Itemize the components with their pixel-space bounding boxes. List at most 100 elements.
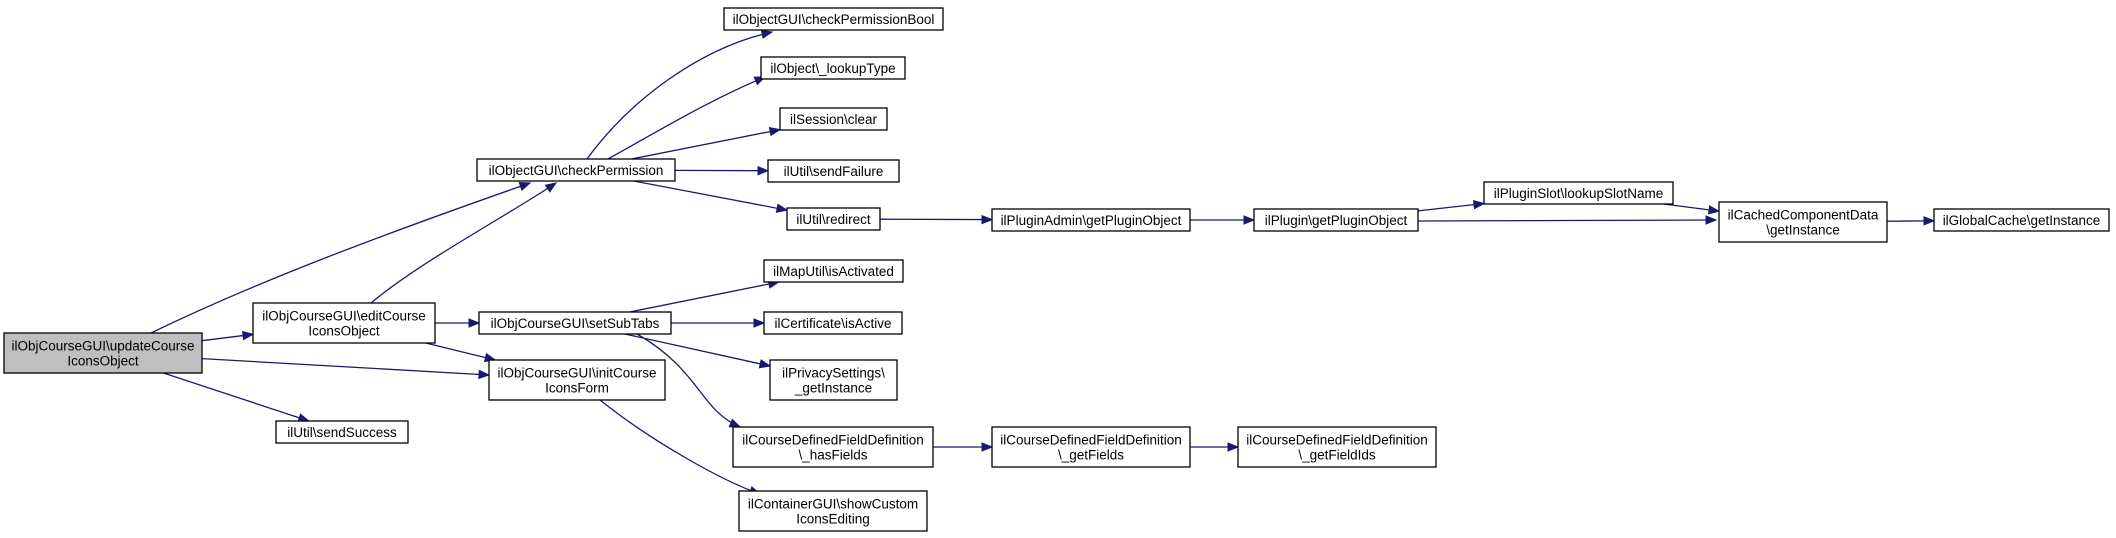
node-box [732,426,934,468]
arrowhead-icon [728,418,742,428]
edge-editCourseIconsObject-to-setSubTabs [435,318,481,328]
node-checkPermissionBool[interactable]: ilObjectGUI\checkPermissionBool [723,7,944,31]
node-label: ilCourseDefinedFieldDefinition [742,433,924,448]
node-privacyGetInstance[interactable]: ilPrivacySettings\_getInstance [769,359,898,401]
node-lookupType[interactable]: ilObject\_lookupType [760,56,906,80]
edge-redirect-to-getPluginObjectAdmin [879,214,994,225]
edge-hasFields-to-getFields [933,442,994,452]
arrowhead-icon [1473,199,1486,210]
node-box [769,359,898,401]
node-sendSuccess[interactable]: ilUtil\sendSuccess [275,420,409,444]
node-label: ilObjCourseGUI\editCourse [262,309,426,324]
node-box [779,107,888,131]
node-getPluginObjectAdmin[interactable]: ilPluginAdmin\getPluginObject [991,208,1191,232]
arrowhead-icon [775,203,789,213]
edge-getPluginObject-to-cachedGetInstance [1417,215,1718,225]
node-hasFields[interactable]: ilCourseDefinedFieldDefinition\_hasField… [732,426,934,468]
node-label: ilCertificate\isActive [774,316,891,331]
node-label: ilUtil\sendSuccess [287,425,397,440]
node-lookupSlotName[interactable]: ilPluginSlot\lookupSlotName [1483,181,1674,205]
edge-line [1417,203,1476,212]
edge-line [1663,203,1711,211]
arrowhead-icon [981,214,994,225]
edge-line [425,342,487,359]
node-label: ilObjCourseGUI\setSubTabs [491,316,660,331]
node-box [1253,208,1419,232]
edge-line [629,283,771,313]
edge-cachedGetInstance-to-globalCacheGetInstance [1886,216,1936,226]
edge-line [1417,219,1717,222]
node-getPluginObject[interactable]: ilPlugin\getPluginObject [1253,208,1419,232]
arrowhead-icon [758,359,772,369]
node-setSubTabs[interactable]: ilObjCourseGUI\setSubTabs [478,311,672,335]
node-getFields[interactable]: ilCourseDefinedFieldDefinition\_getField… [991,426,1191,468]
edge-line [163,372,301,419]
arrowhead-icon [1707,205,1721,215]
edge-root-to-sendSuccess [163,372,310,423]
edge-checkPermission-to-checkPermissionBool [586,29,774,160]
node-sessionClear[interactable]: ilSession\clear [779,107,888,131]
node-label: ilObjectGUI\checkPermissionBool [733,12,935,27]
edge-editCourseIconsObject-to-checkPermission [370,182,558,304]
node-label: IconsObject [67,354,139,369]
node-getFieldIds[interactable]: ilCourseDefinedFieldDefinition\_getField… [1237,426,1437,468]
node-box [786,207,881,231]
arrowhead-icon [518,181,532,191]
node-box [3,332,203,374]
node-label: ilPlugin\getPluginObject [1265,213,1408,228]
node-box [738,490,928,532]
edge-root-to-initCourseIconsForm [201,357,491,380]
node-label: ilCourseDefinedFieldDefinition [1000,433,1182,448]
node-label: ilObject\_lookupType [770,61,895,76]
edge-root-to-editCourseIconsObject [201,330,255,342]
arrowhead-icon [753,318,766,328]
node-checkPermission[interactable]: ilObjectGUI\checkPermission [476,158,676,182]
edge-line [624,333,762,365]
node-label: ilMapUtil\isActivated [773,264,894,279]
node-box [476,158,676,182]
node-label: ilObjectGUI\checkPermission [489,163,664,178]
arrowhead-icon [981,442,994,452]
arrowhead-icon [544,182,558,193]
node-label: ilUtil\redirect [796,212,871,227]
arrowhead-icon [1705,215,1718,225]
edge-getPluginObject-to-lookupSlotName [1417,199,1486,212]
edge-setSubTabs-to-privacyGetInstance [624,333,772,369]
node-label: \_hasFields [798,448,867,463]
node-box [1718,201,1888,243]
node-globalCacheGetInstance[interactable]: ilGlobalCache\getInstance [1933,208,2110,232]
node-cachedGetInstance[interactable]: ilCachedComponentData\getInstance [1718,201,1888,243]
edge-setSubTabs-to-mapIsActivated [629,279,781,313]
node-box [763,311,903,335]
edge-lookupSlotName-to-cachedGetInstance [1663,203,1721,215]
edge-line [631,130,772,160]
node-mapIsActivated[interactable]: ilMapUtil\isActivated [763,259,904,283]
node-box [478,311,672,335]
edge-line [586,31,773,160]
node-box [760,56,906,80]
arrowhead-icon [757,165,770,176]
node-label: IconsObject [308,324,380,339]
node-box [991,208,1191,232]
node-certIsActive[interactable]: ilCertificate\isActive [763,311,903,335]
node-sendFailure[interactable]: ilUtil\sendFailure [767,159,900,183]
arrowhead-icon [1227,442,1240,452]
arrowhead-icon [478,369,491,380]
edge-checkPermission-to-sendFailure [674,165,770,176]
node-label: IconsForm [545,381,609,396]
node-redirect[interactable]: ilUtil\redirect [786,207,881,231]
edge-root-to-checkPermission [150,181,532,334]
node-box [1237,426,1437,468]
edges-layer [150,29,1936,496]
edge-line [633,180,779,210]
edge-checkPermission-to-sessionClear [631,126,782,160]
node-label: ilPluginAdmin\getPluginObject [1001,213,1182,228]
node-label: ilObjCourseGUI\initCourse [497,366,656,381]
node-label: ilPrivacySettings\ [782,366,885,381]
arrowhead-icon [241,330,255,341]
